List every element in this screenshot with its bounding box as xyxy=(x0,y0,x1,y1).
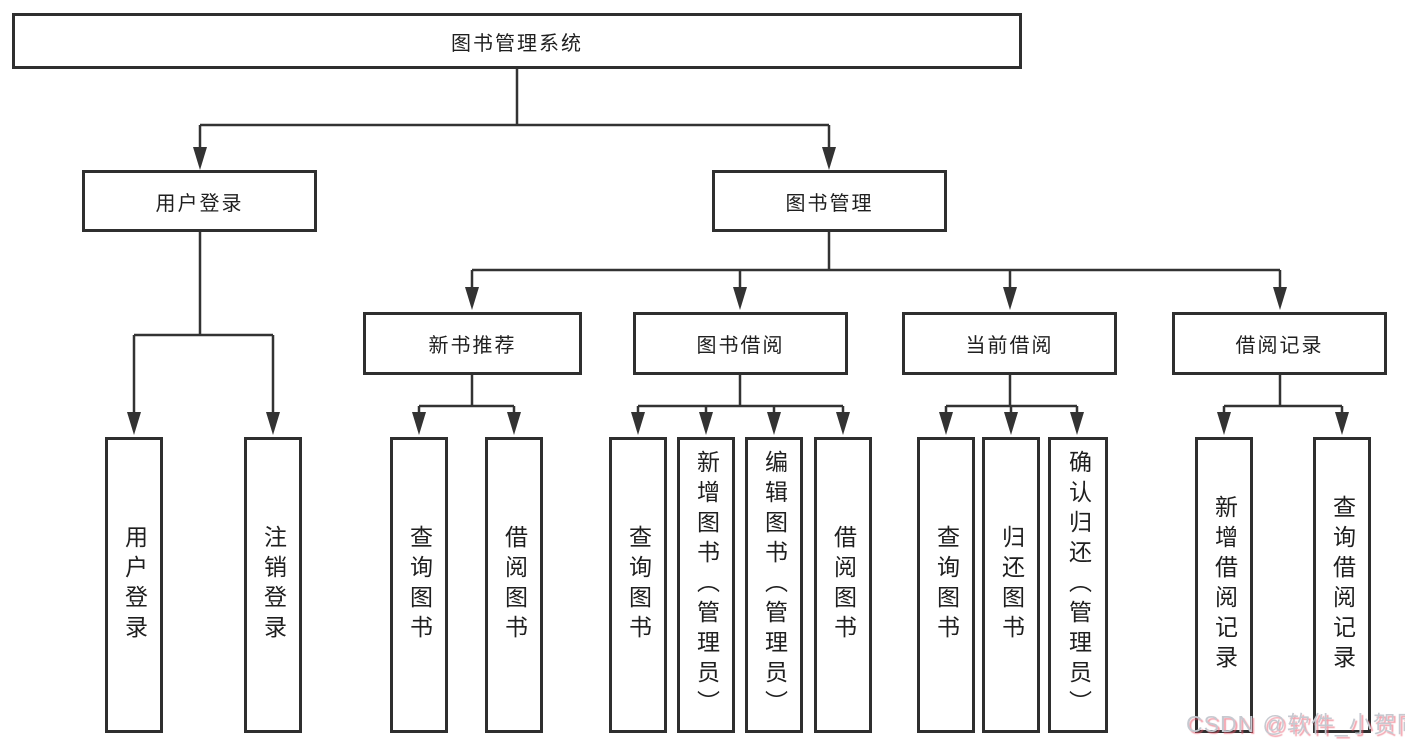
arrowhead xyxy=(266,412,280,435)
node-book-management: 图书管理 xyxy=(712,170,947,232)
node-new-book-recommend-label: 新书推荐 xyxy=(428,335,517,357)
leaf-logout-login-label: 注销登录 xyxy=(260,525,287,645)
node-root-label: 图书管理系统 xyxy=(451,32,583,55)
leaf-bb-edit-books-admin: 编辑图书（管理员） xyxy=(745,437,803,733)
leaf-cb-confirm-return-admin-label: 确认归还（管理员） xyxy=(1065,450,1092,720)
leaf-logout-login: 注销登录 xyxy=(244,437,302,733)
arrowhead xyxy=(1003,287,1017,310)
leaf-bb-add-books-admin-label: 新增图书（管理员） xyxy=(693,450,720,720)
connector-bookmgmt-to-level3 xyxy=(470,232,1282,290)
connector-br-to-leaves xyxy=(1222,375,1344,415)
leaf-cb-return-books: 归还图书 xyxy=(982,437,1040,733)
leaf-user-login: 用户登录 xyxy=(105,437,163,733)
leaf-cb-query-books-label: 查询图书 xyxy=(933,525,960,645)
arrowhead xyxy=(507,412,521,435)
connector-userlogin-to-leaves xyxy=(132,232,275,415)
arrowhead xyxy=(822,147,836,170)
node-root: 图书管理系统 xyxy=(12,13,1022,69)
leaf-cb-confirm-return-admin: 确认归还（管理员） xyxy=(1048,437,1108,733)
node-user-login: 用户登录 xyxy=(82,170,317,232)
arrowhead xyxy=(1217,412,1231,435)
leaf-br-add-record: 新增借阅记录 xyxy=(1195,437,1253,733)
node-book-borrow: 图书借阅 xyxy=(633,312,848,375)
arrowhead xyxy=(1335,412,1349,435)
arrowhead xyxy=(767,412,781,435)
leaf-br-query-record-label: 查询借阅记录 xyxy=(1329,495,1356,675)
node-borrow-records: 借阅记录 xyxy=(1172,312,1387,375)
leaf-bb-query-books: 查询图书 xyxy=(609,437,667,733)
node-current-borrow: 当前借阅 xyxy=(902,312,1117,375)
connector-bb-to-leaves xyxy=(636,375,845,415)
arrowhead xyxy=(836,412,850,435)
connector-nbr-to-leaves xyxy=(417,375,516,415)
node-borrow-records-label: 借阅记录 xyxy=(1235,335,1324,357)
node-book-borrow-label: 图书借阅 xyxy=(696,335,785,357)
arrowhead xyxy=(1273,287,1287,310)
node-current-borrow-label: 当前借阅 xyxy=(965,335,1054,357)
leaf-cb-return-books-label: 归还图书 xyxy=(998,525,1025,645)
leaf-bb-borrow-books-label: 借阅图书 xyxy=(830,525,857,645)
leaf-bb-query-books-label: 查询图书 xyxy=(625,525,652,645)
arrowhead xyxy=(1070,412,1084,435)
connector-cb-to-leaves xyxy=(944,375,1079,415)
arrowhead xyxy=(465,287,479,310)
arrowhead xyxy=(412,412,426,435)
arrowhead xyxy=(699,412,713,435)
node-user-login-label: 用户登录 xyxy=(155,192,244,215)
node-new-book-recommend: 新书推荐 xyxy=(363,312,582,375)
arrowhead xyxy=(127,412,141,435)
leaf-nbr-query-books: 查询图书 xyxy=(390,437,448,733)
leaf-bb-borrow-books: 借阅图书 xyxy=(814,437,872,733)
node-book-management-label: 图书管理 xyxy=(785,192,874,215)
leaf-user-login-label: 用户登录 xyxy=(121,525,148,645)
arrowhead xyxy=(193,147,207,170)
leaf-bb-edit-books-admin-label: 编辑图书（管理员） xyxy=(761,450,788,720)
leaf-bb-add-books-admin: 新增图书（管理员） xyxy=(677,437,735,733)
leaf-nbr-query-books-label: 查询图书 xyxy=(406,525,433,645)
csdn-watermark: CSDN @软件_小贺同学 xyxy=(1186,711,1405,737)
leaf-br-query-record: 查询借阅记录 xyxy=(1313,437,1371,733)
arrowhead xyxy=(939,412,953,435)
leaf-nbr-borrow-books-label: 借阅图书 xyxy=(501,525,528,645)
arrowhead xyxy=(631,412,645,435)
arrowhead xyxy=(1004,412,1018,435)
leaf-br-add-record-label: 新增借阅记录 xyxy=(1211,495,1238,675)
connector-root-to-level2 xyxy=(198,68,831,150)
leaf-cb-query-books: 查询图书 xyxy=(917,437,975,733)
leaf-nbr-borrow-books: 借阅图书 xyxy=(485,437,543,733)
arrowhead xyxy=(733,287,747,310)
